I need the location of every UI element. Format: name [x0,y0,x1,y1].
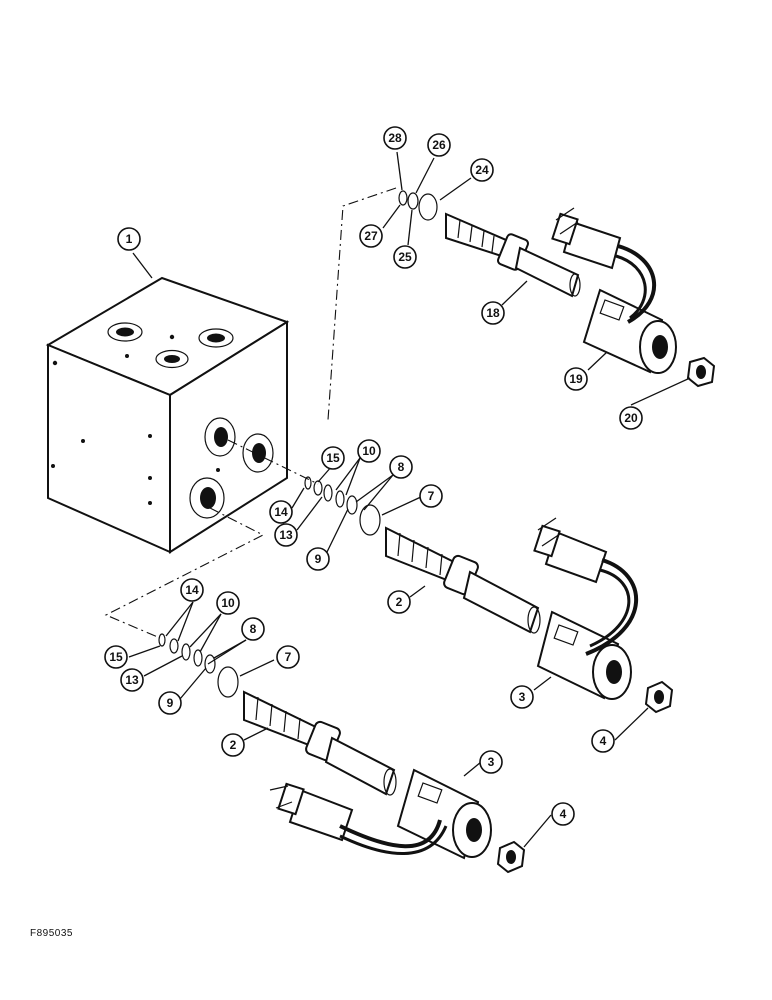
svg-text:19: 19 [569,372,583,386]
callout-28: 28 [383,126,407,150]
svg-text:8: 8 [250,622,257,636]
svg-text:13: 13 [125,673,139,687]
callout-27: 27 [359,224,383,248]
callout-20: 20 [619,406,643,430]
svg-text:7: 7 [428,489,435,503]
callout-1: 1 [117,227,141,251]
svg-text:4: 4 [600,734,607,748]
svg-text:2: 2 [230,738,237,752]
svg-text:10: 10 [362,444,376,458]
figure-code: F895035 [30,928,73,939]
callout-13-lower: 13 [120,668,144,692]
callout-10-middle: 10 [357,439,381,463]
svg-text:14: 14 [185,583,199,597]
callout-2-middle: 2 [387,590,411,614]
callout-7-middle: 7 [419,484,443,508]
callout-26: 26 [427,133,451,157]
callout-3-middle: 3 [510,685,534,709]
svg-text:1: 1 [126,232,133,246]
svg-text:27: 27 [364,229,378,243]
callout-10-lower: 10 [216,591,240,615]
svg-text:10: 10 [221,596,235,610]
leader-lines [128,151,691,848]
callout-8-lower: 8 [241,617,265,641]
valve-block [45,276,290,554]
callout-7-lower: 7 [276,645,300,669]
callout-9-lower: 9 [158,691,182,715]
svg-text:20: 20 [624,411,638,425]
callout-18: 18 [481,301,505,325]
alignment-lines [104,187,397,639]
callout-9-middle: 9 [306,547,330,571]
svg-text:13: 13 [279,528,293,542]
svg-text:2: 2 [396,595,403,609]
svg-text:28: 28 [388,131,402,145]
svg-text:15: 15 [326,451,340,465]
svg-text:18: 18 [486,306,500,320]
callouts: 1 28 26 24 27 25 18 19 20 15 10 8 7 14 1… [104,126,643,826]
callout-19: 19 [564,367,588,391]
svg-text:14: 14 [274,505,288,519]
callout-24: 24 [470,158,494,182]
svg-text:8: 8 [398,460,405,474]
callout-14-middle: 14 [269,500,293,524]
callout-15-lower: 15 [104,645,128,669]
callout-25: 25 [393,245,417,269]
callout-4-lower: 4 [551,802,575,826]
svg-text:9: 9 [167,696,174,710]
middle-valve-assembly [304,476,674,714]
svg-text:3: 3 [519,690,526,704]
svg-text:9: 9 [315,552,322,566]
callout-13-middle: 13 [274,523,298,547]
svg-text:26: 26 [432,138,446,152]
svg-text:7: 7 [285,650,292,664]
lower-valve-assembly [158,633,526,874]
top-valve-assembly [398,190,716,388]
svg-text:15: 15 [109,650,123,664]
svg-text:24: 24 [475,163,489,177]
callout-4-middle: 4 [591,729,615,753]
callout-3-lower: 3 [479,750,503,774]
callout-14-lower: 14 [180,578,204,602]
callout-2-lower: 2 [221,733,245,757]
svg-text:25: 25 [398,250,412,264]
svg-text:3: 3 [488,755,495,769]
svg-text:4: 4 [560,807,567,821]
callout-15-middle: 15 [321,446,345,470]
callout-8-middle: 8 [389,455,413,479]
